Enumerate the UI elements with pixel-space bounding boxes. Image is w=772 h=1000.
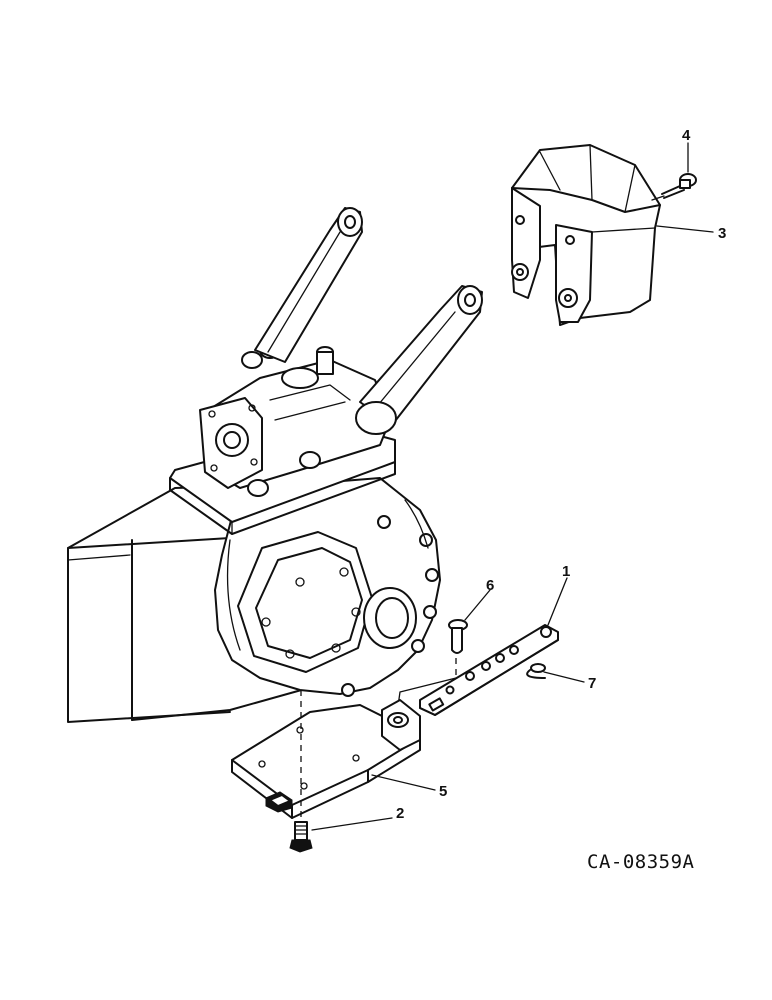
lift-arm-right (355, 285, 483, 435)
reference-code: CA-08359A (587, 851, 695, 873)
lift-arm-left (254, 207, 363, 363)
part-3-guard (511, 144, 661, 326)
callout-6: 6 (486, 577, 494, 594)
part-6-pin (397, 619, 468, 707)
callout-3: 3 (718, 225, 726, 242)
part-1-strap (419, 624, 559, 716)
lift-housing (169, 341, 396, 535)
callout-1: 1 (562, 563, 570, 580)
part-5-plate (231, 699, 421, 819)
leader-lines (311, 142, 714, 831)
callout-4: 4 (682, 127, 691, 144)
callout-5: 5 (439, 783, 447, 800)
part-2-bolt (289, 821, 313, 853)
callout-2: 2 (396, 805, 404, 822)
transmission-case (214, 477, 441, 697)
part-4-bolt (651, 173, 697, 201)
callout-7: 7 (588, 675, 596, 692)
part-7-clip (526, 663, 546, 679)
